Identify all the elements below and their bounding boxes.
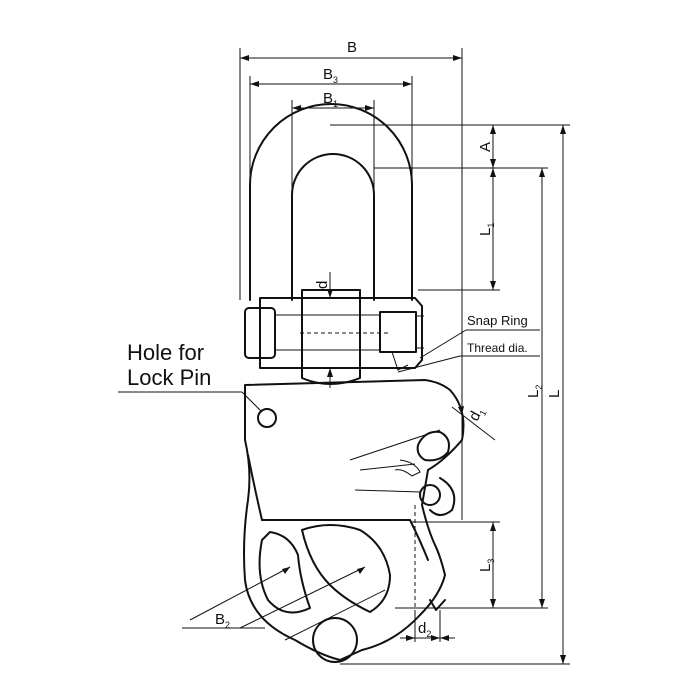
shackle-pin [244, 289, 424, 385]
lock-pin-hole [257, 408, 277, 428]
hook-body [243, 379, 465, 663]
callout-labels: Snap Ring Thread dia. Hole for Lock Pin [127, 313, 528, 390]
dim-label-d2: d2 [418, 620, 431, 639]
lock-pin-label-line2: Lock Pin [127, 365, 211, 390]
snap-ring-label: Snap Ring [467, 313, 528, 328]
dim-label-d1: d1 [466, 404, 489, 425]
shackle-bow [249, 103, 413, 301]
dim-label-l1: L1 [477, 223, 496, 236]
dim-label-b3: B3 [323, 66, 338, 85]
dim-label-l: L [546, 390, 563, 398]
dim-label-l2: L2 [525, 385, 544, 398]
dim-label-b2: B2 [215, 611, 230, 630]
dim-label-d: d [314, 281, 331, 289]
dim-label-a: A [477, 142, 494, 152]
dimension-lines [182, 55, 566, 664]
callout-leaders [118, 329, 540, 413]
dimension-labels: B B3 B1 A L1 d L2 L d1 L3 B2 d2 [215, 39, 563, 639]
lock-pin-label-line1: Hole for [127, 340, 204, 365]
thread-dia-label: Thread dia. [467, 341, 528, 355]
dim-label-b1: B1 [323, 90, 338, 109]
extension-lines [239, 48, 570, 665]
dim-label-l3: L3 [477, 559, 496, 572]
dim-label-b: B [347, 39, 357, 56]
